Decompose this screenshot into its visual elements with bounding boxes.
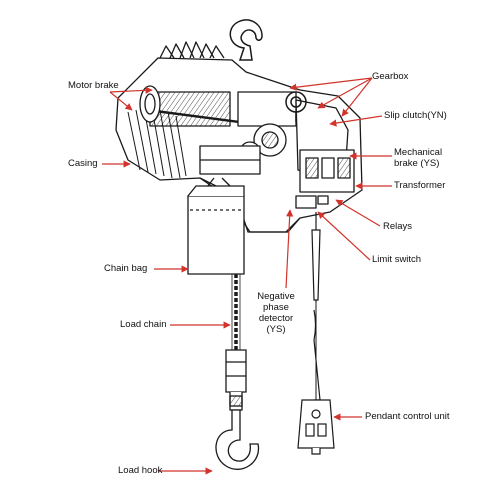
cooling-fins	[159, 41, 225, 59]
label-limit-switch: Limit switch	[372, 254, 422, 265]
label-mechanical-brake-line1: Mechanical	[394, 147, 443, 158]
label-pendant-control-unit: Pendant control unit	[365, 411, 450, 422]
label-load-hook: Load hook	[118, 465, 163, 476]
label-relays: Relays	[383, 221, 413, 232]
top-hook	[229, 19, 263, 61]
label-chain-bag: Chain bag	[104, 263, 148, 274]
load-hook-block	[215, 349, 260, 470]
label-mechanical-brake: Mechanical brake (YS)	[394, 147, 474, 170]
label-mechanical-brake-line2: brake (YS)	[394, 157, 440, 169]
label-motor-brake: Motor brake	[68, 80, 119, 91]
label-negative-phase-line1: Negative	[257, 291, 295, 302]
label-casing: Casing	[68, 158, 98, 169]
label-slip-clutch: Slip clutch(YN)	[384, 110, 447, 121]
label-gearbox: Gearbox	[372, 71, 409, 82]
callout-arrows	[102, 77, 392, 475]
motor-rotor	[149, 91, 231, 127]
label-transformer: Transformer	[394, 180, 446, 191]
label-negative-phase-line2: phase	[263, 301, 289, 313]
label-negative-phase-line3: detector	[258, 312, 294, 324]
label-negative-phase-line4: (YS)	[266, 323, 286, 335]
load-chain	[231, 274, 241, 350]
label-negative-phase-detector: Negative phase detector (YS)	[246, 291, 306, 336]
eyebolt	[285, 91, 307, 122]
label-load-chain: Load chain	[120, 319, 167, 330]
chain-bag	[187, 177, 245, 275]
pendant	[297, 212, 335, 455]
